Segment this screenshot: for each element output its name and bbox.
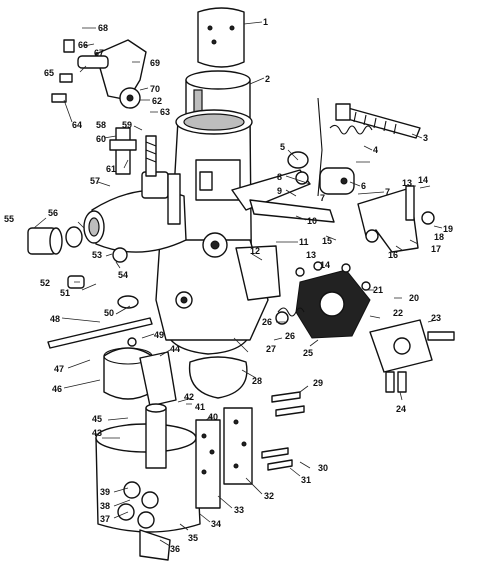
callout-14b: 14 (320, 260, 330, 270)
callout-70: 70 (150, 84, 160, 94)
callout-61: 61 (106, 164, 116, 174)
callout-25: 25 (303, 348, 313, 358)
spindle-bush (287, 151, 355, 195)
callout-6: 6 (361, 181, 366, 191)
bottom-cap (188, 356, 248, 399)
callout-28: 28 (252, 376, 262, 386)
callout-9: 9 (277, 186, 282, 196)
callout-64: 64 (72, 120, 82, 130)
diaphragm-spring (275, 307, 305, 325)
callout-69: 69 (150, 58, 160, 68)
callout-40: 40 (208, 412, 218, 422)
callout-33: 33 (234, 505, 244, 515)
slow-running-screw (335, 103, 421, 139)
callout-30: 30 (318, 463, 328, 473)
callout-21: 21 (373, 285, 383, 295)
callout-56: 56 (48, 208, 58, 218)
callout-54: 54 (118, 270, 128, 280)
callout-3: 3 (423, 133, 428, 143)
callout-8: 8 (277, 172, 282, 182)
callout-7b: 7 (320, 193, 325, 203)
callout-24: 24 (396, 404, 406, 414)
callout-11: 11 (299, 237, 309, 247)
spring (329, 124, 373, 135)
callout-1: 1 (263, 17, 268, 27)
callout-34: 34 (211, 519, 221, 529)
callout-19: 19 (443, 224, 453, 234)
banjo-plug (27, 226, 85, 289)
callout-59: 59 (122, 120, 132, 130)
float-chamber (95, 403, 201, 561)
callout-48: 48 (50, 314, 60, 324)
callout-63: 63 (160, 107, 170, 117)
callout-67: 67 (94, 48, 104, 58)
callout-14a: 14 (418, 175, 428, 185)
callout-52: 52 (40, 278, 50, 288)
diaphragm-plate (295, 261, 371, 339)
callout-65: 65 (44, 68, 54, 78)
callout-23: 23 (431, 313, 441, 323)
callout-43: 43 (92, 428, 102, 438)
callout-18: 18 (434, 232, 444, 242)
callout-47: 47 (54, 364, 64, 374)
callout-35: 35 (188, 533, 198, 543)
fixing-screws (261, 391, 305, 471)
gasket-plates (195, 407, 253, 509)
callout-44: 44 (170, 344, 180, 354)
choke-bracket (51, 39, 147, 109)
callout-37: 37 (100, 514, 110, 524)
callout-45: 45 (92, 414, 102, 424)
callout-13b: 13 (306, 250, 316, 260)
callout-41: 41 (195, 402, 205, 412)
callout-2: 2 (265, 74, 270, 84)
callout-39: 39 (100, 487, 110, 497)
callout-27: 27 (266, 344, 276, 354)
callout-36: 36 (170, 544, 180, 554)
callout-29: 29 (313, 378, 323, 388)
callout-4: 4 (373, 145, 378, 155)
callout-42: 42 (184, 392, 194, 402)
callout-51: 51 (60, 288, 70, 298)
callout-5: 5 (280, 142, 285, 152)
callout-32: 32 (264, 491, 274, 501)
pump-cover (369, 319, 455, 393)
float (103, 347, 177, 407)
callout-49: 49 (154, 330, 164, 340)
callout-55: 55 (4, 214, 14, 224)
callout-16: 16 (388, 250, 398, 260)
leader-lines (33, 21, 443, 547)
callout-15: 15 (322, 236, 332, 246)
callout-17: 17 (431, 244, 441, 254)
callout-31: 31 (301, 475, 311, 485)
callout-7a: 7 (385, 187, 390, 197)
callout-26a: 26 (262, 317, 272, 327)
callout-12: 12 (250, 246, 260, 256)
callout-58: 58 (96, 120, 106, 130)
callout-22: 22 (393, 308, 403, 318)
callout-26b: 26 (285, 331, 295, 341)
float-pivot-rod (47, 295, 153, 349)
callout-20: 20 (409, 293, 419, 303)
callout-62: 62 (152, 96, 162, 106)
callout-57: 57 (90, 176, 100, 186)
callout-66: 66 (78, 40, 88, 50)
callout-60: 60 (96, 134, 106, 144)
throttle-lever (357, 185, 435, 253)
carburettor-body (155, 109, 281, 355)
callout-46: 46 (52, 384, 62, 394)
callout-labels: 1 2 3 4 5 6 7 7 8 9 10 11 12 13 13 14 14… (4, 17, 453, 554)
callout-50: 50 (104, 308, 114, 318)
float-chamber-lid (83, 171, 187, 263)
throttle-disc (197, 7, 245, 68)
callout-38: 38 (100, 501, 110, 511)
callout-13a: 13 (402, 178, 412, 188)
callout-10: 10 (307, 216, 317, 226)
callout-68: 68 (98, 23, 108, 33)
callout-53: 53 (92, 250, 102, 260)
